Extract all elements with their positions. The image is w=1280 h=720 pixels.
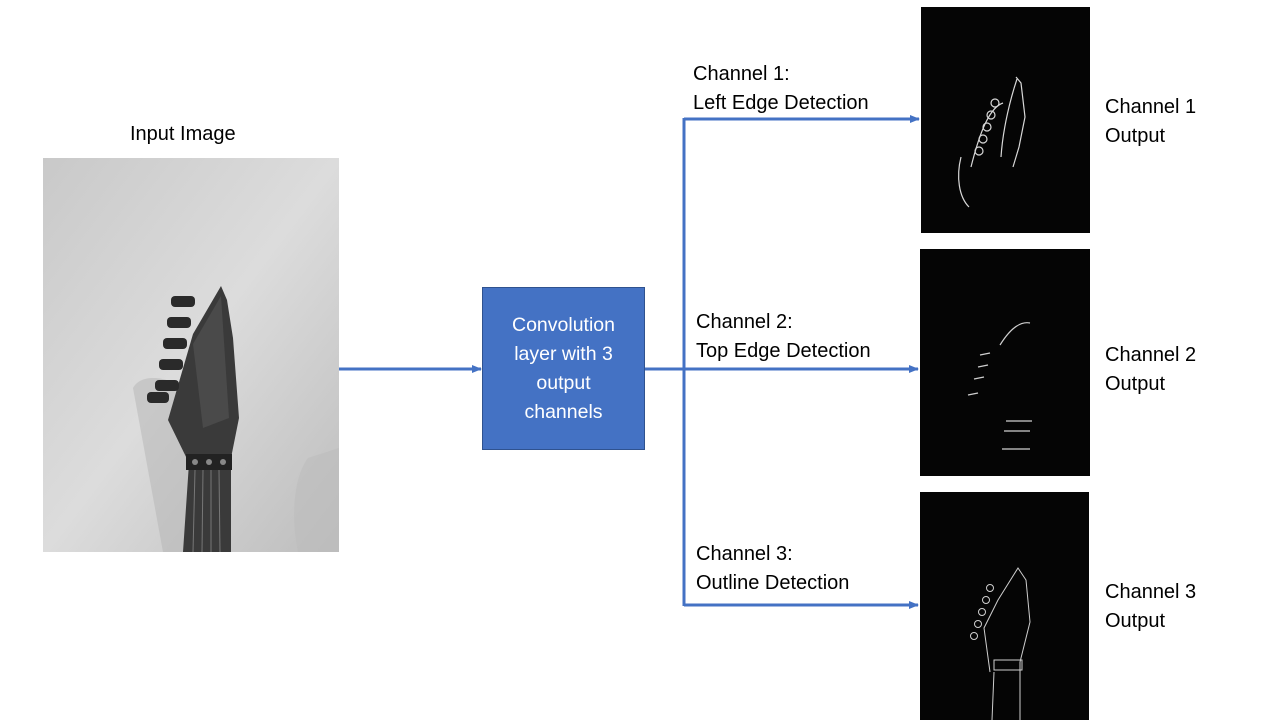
convolution-layer-box: Convolution layer with 3 output channels [482,287,645,450]
channel-3-output-label: Channel 3 Output [1105,581,1197,632]
input-image-title: Input Image [130,123,236,145]
channel-1-label-line1: Channel 1: [693,63,790,85]
channel-3-label-line1: Channel 3: [696,543,793,565]
channel-1-output-image [921,7,1090,233]
guitar-headstock-photo [43,158,339,552]
channel-1-output-label: Channel 1 Output [1105,96,1197,147]
outline-map [970,567,1031,720]
convolution-layer-label: Convolution layer with 3 output channels [512,313,615,423]
channel-2-label-line2: Top Edge Detection [696,340,871,362]
channel-2-label-line1: Channel 2: [696,311,793,333]
channel-3-output-image [920,492,1089,720]
channel-3-label: Channel 3: Outline Detection [696,540,849,598]
channel-2-output-label: Channel 2 Output [1105,344,1197,395]
channel-1-label-line2: Left Edge Detection [693,92,869,114]
channel-2-output-image [920,249,1090,476]
top-edge-map [967,322,1032,450]
left-edge-map [958,76,1026,208]
channel-1-label: Channel 1: Left Edge Detection [693,60,869,118]
channel-3-label-line2: Outline Detection [696,572,850,594]
input-image [43,158,339,552]
channel-2-label: Channel 2: Top Edge Detection [696,308,871,366]
